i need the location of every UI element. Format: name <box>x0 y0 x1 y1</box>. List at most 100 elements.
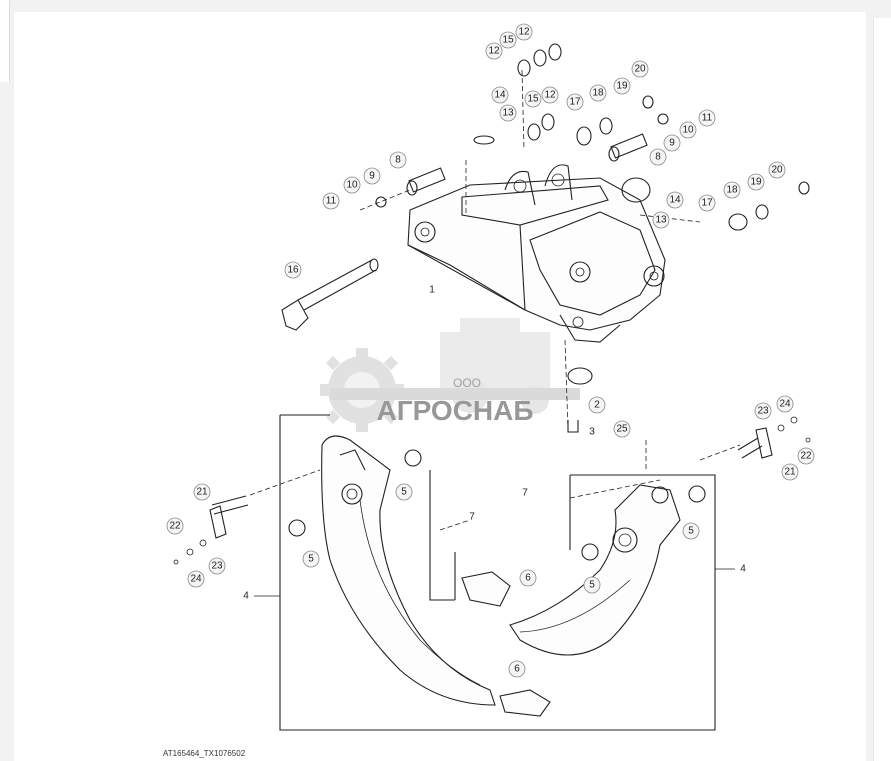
callout-label: 14 <box>669 195 681 206</box>
callout-5: 5 <box>395 483 413 501</box>
callout-label: 18 <box>726 185 738 196</box>
callout-circle <box>508 660 526 678</box>
callout-label: 21 <box>196 487 208 498</box>
callout-4: 4 <box>740 564 746 575</box>
callout-label: 11 <box>702 113 713 124</box>
callout-circle <box>322 192 340 210</box>
callout-12: 12 <box>515 23 533 41</box>
callout-14: 14 <box>491 86 509 104</box>
callout-21: 21 <box>193 483 211 501</box>
tooth-tips <box>461 571 551 717</box>
callout-circle <box>491 86 509 104</box>
callout-23: 23 <box>208 557 226 575</box>
callout-circle <box>187 570 205 588</box>
callout-19: 19 <box>747 173 765 191</box>
callout-label: 15 <box>502 35 514 46</box>
callout-label: 20 <box>634 64 646 75</box>
callout-5: 5 <box>583 576 601 594</box>
callout-circle <box>663 134 681 152</box>
watermark-logo: ООО АГРОСНАБ <box>320 318 580 432</box>
watermark-brand: АГРОСНАБ <box>377 395 534 426</box>
callout-12: 12 <box>485 42 503 60</box>
callout-label: 4 <box>740 564 746 575</box>
callout-label: 5 <box>688 526 694 537</box>
callout-label: 4 <box>243 591 249 602</box>
callout-circle <box>652 211 670 229</box>
callout-label: 19 <box>750 177 762 188</box>
callout-17: 17 <box>698 194 716 212</box>
callout-circle <box>583 576 601 594</box>
callout-5: 5 <box>682 522 700 540</box>
callout-label: 19 <box>616 81 628 92</box>
callout-label: 12 <box>544 90 556 101</box>
callout-circle <box>499 104 517 122</box>
callout-23: 23 <box>754 402 772 420</box>
callout-label: 8 <box>655 152 661 163</box>
callout-circle <box>589 84 607 102</box>
callout-label: 17 <box>701 198 713 209</box>
callout-circle <box>768 161 786 179</box>
callout-circle <box>781 463 799 481</box>
bushings <box>288 449 706 561</box>
callout-circle <box>613 77 631 95</box>
callout-6: 6 <box>519 569 537 587</box>
callout-circle <box>389 151 407 169</box>
scrollbar[interactable] <box>873 18 891 761</box>
callout-circle <box>754 402 772 420</box>
callout-label: 25 <box>616 424 628 435</box>
callout-circle <box>588 396 606 414</box>
callout-label: 13 <box>502 108 514 119</box>
callout-circle <box>797 447 815 465</box>
callout-9: 9 <box>663 134 681 152</box>
callout-label: 6 <box>525 573 531 584</box>
callout-7: 7 <box>469 512 475 523</box>
pin-8-left <box>406 167 446 196</box>
callout-5: 5 <box>302 550 320 568</box>
callout-label: 7 <box>522 488 528 499</box>
pin-16 <box>281 258 379 331</box>
callout-label: 17 <box>569 97 581 108</box>
callout-13: 13 <box>499 104 517 122</box>
callout-10: 10 <box>679 121 697 139</box>
callout-circle <box>723 181 741 199</box>
callout-18: 18 <box>589 84 607 102</box>
callout-circle <box>284 261 302 279</box>
callout-2: 2 <box>588 396 606 414</box>
callout-label: 2 <box>594 400 600 411</box>
callout-11: 11 <box>698 109 716 127</box>
callout-12: 12 <box>541 86 559 104</box>
callout-label: 10 <box>346 180 358 191</box>
footer-code: AT165464_TX1076502 <box>163 749 246 758</box>
callout-circle <box>193 483 211 501</box>
callout-label: 22 <box>800 451 812 462</box>
callout-circle <box>515 23 533 41</box>
callout-circle <box>679 121 697 139</box>
callout-label: 8 <box>395 155 401 166</box>
callout-circle <box>499 31 517 49</box>
callout-1: 1 <box>429 285 435 296</box>
callout-9: 9 <box>363 167 381 185</box>
callout-label: 21 <box>784 467 796 478</box>
callout-label: 14 <box>494 90 506 101</box>
shank-left <box>321 435 496 706</box>
callout-circle <box>485 42 503 60</box>
watermark-company: ООО <box>453 376 481 390</box>
callout-8: 8 <box>649 148 667 166</box>
callout-label: 7 <box>469 512 475 523</box>
callout-label: 23 <box>757 406 769 417</box>
callout-21: 21 <box>781 463 799 481</box>
callout-label: 10 <box>682 125 694 136</box>
callout-label: 18 <box>592 88 604 99</box>
callout-circle <box>343 176 361 194</box>
callout-17: 17 <box>566 93 584 111</box>
ripper-frame-body <box>407 164 666 343</box>
callout-25: 25 <box>613 420 631 438</box>
callout-label: 12 <box>518 27 530 38</box>
side-pins <box>173 416 811 565</box>
callout-label: 16 <box>287 265 299 276</box>
callout-circle <box>698 194 716 212</box>
callout-label: 22 <box>169 521 181 532</box>
pin-8-right <box>608 133 648 162</box>
